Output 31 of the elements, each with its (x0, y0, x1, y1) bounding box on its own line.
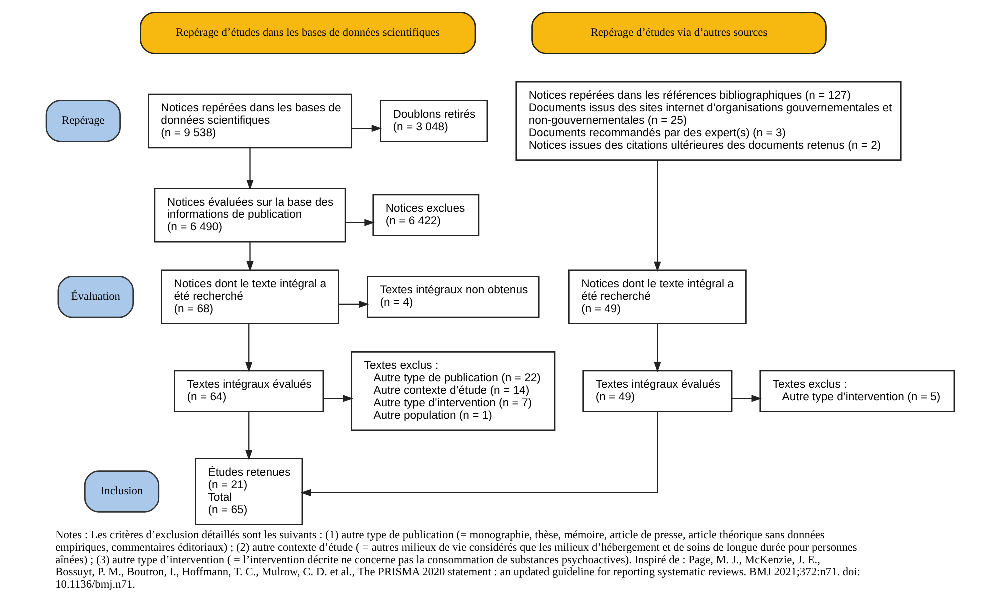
arrow (246, 148, 254, 190)
node-box: Textes exclus : Autre type d’intervention (n = 5) (759, 370, 955, 412)
node-box: Textes intégraux non obtenus (n = 4) (366, 276, 540, 318)
node-box: Textes intégraux évalués (n = 49) (582, 370, 732, 412)
arrow (345, 219, 374, 226)
arrow (732, 395, 762, 402)
node-box: Repérage d’études dans les bases de données scientifiques (140, 12, 476, 54)
node-box: Notices exclues (n = 6 422) (372, 194, 480, 237)
arrow (245, 324, 252, 373)
arrow (654, 160, 661, 272)
arrow (246, 242, 254, 272)
node-box: Notices évaluées sur la base des informations de publication (n = 6 490) (154, 188, 346, 243)
arrow (338, 300, 369, 308)
node-box: Études retenues (n = 21) Total (n = 65) (194, 458, 303, 526)
node-box: Notices dont le texte intégral a été recherché (n = 49) (568, 270, 746, 324)
node-box: Textes intégraux évalués (n = 64) (174, 370, 324, 412)
arrow (300, 412, 658, 496)
node-box: Repérage d’études via d’autres sources (531, 12, 826, 54)
node-box: Inclusion (84, 470, 160, 513)
arrow (351, 125, 382, 132)
node-box: Notices repérées dans les bases de données scientifiques (n = 9 538) (148, 94, 352, 149)
node-box: Évaluation (57, 276, 134, 318)
node-box: Notices repérées dans les références bibliographiques (n = 127) Documents issus des sites internet d’organisations gouvernementales et non-gouvernementales (n = 25) Documents recommandés par des expert(s) (n = 3) Notices issues des citations ultérieures des documents retenus (n = 2) (515, 81, 902, 162)
arrow (323, 395, 353, 402)
arrow (654, 324, 661, 373)
node-box: Repérage (45, 100, 120, 142)
arrow (245, 412, 252, 460)
node-box: Doublons retirés (n = 3 048) (380, 100, 488, 142)
caption: Notes : Les critères d’exclusion détaillés sont les suivants : (1) autre type de publication (= monographie, thèse, mémoire, article de presse, article théorique sans données empiriques, commentaires éditoriaux) ; (2) autre contexte d’étude ( = autres milieux de vie considérés que les milieux d’hébergement et de soins de longue durée pour personnes aînées) ; (3) autre type d’intervention ( = l’intervention décrite ne concerne pas la consommation de substances psychoactives). Inspiré de : Page, M. J., McKenzie, J. E., Bossuyt, P. M., Boutron, I., Hoffmann, T. C., Mulrow, C. D. et al., The PRISMA 2020 statement : an updated guideline for reporting systematic reviews. BMJ 2021;372:n71. doi: 10.1136/bmj.n71. (55, 529, 860, 592)
node-box: Textes exclus : Autre type de publication (n = 22) Autre contexte d’étude (n = 14) Autre type d’intervention (n = 7) Autre population (n = 1) (350, 351, 556, 432)
node-box: Notices dont le texte intégral a été recherché (n = 68) (160, 270, 339, 324)
